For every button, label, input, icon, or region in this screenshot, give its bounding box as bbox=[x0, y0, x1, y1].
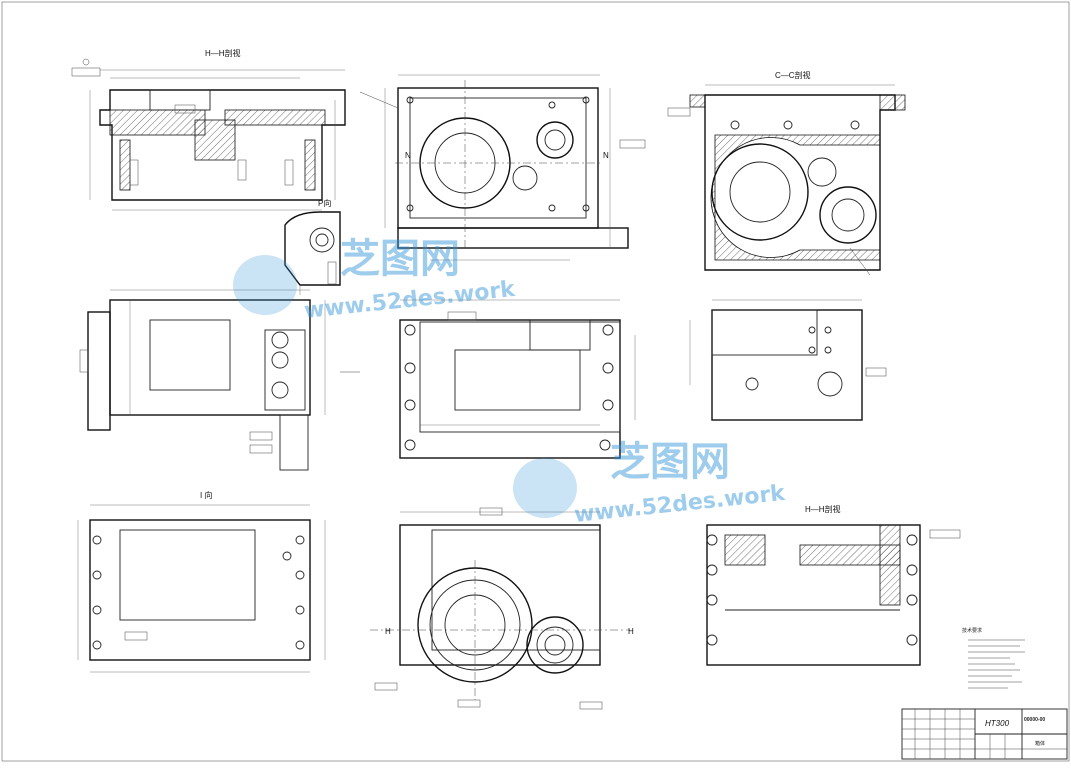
watermark-url-lower: www.52des.work bbox=[573, 481, 787, 528]
cut-mark-h-right: H bbox=[628, 627, 634, 636]
watermark-brand-lower: 芝图网 bbox=[610, 439, 730, 485]
view-label-c-section: C—C剖视 bbox=[775, 70, 811, 80]
view-top-left-section: H—H剖视 bbox=[71, 48, 346, 211]
view-top-center-front: N N bbox=[359, 74, 646, 261]
watermark-brand-upper: 芝图网 bbox=[340, 236, 460, 282]
view-label-a-section: H—H剖视 bbox=[205, 48, 241, 58]
cut-mark-h-left: H bbox=[385, 627, 391, 636]
material-label: HT300 bbox=[985, 719, 1010, 728]
view-mid-center-top bbox=[399, 299, 636, 459]
view-bottom-center: H H bbox=[370, 507, 634, 710]
view-label-i: I 向 bbox=[200, 490, 212, 500]
view-label-h-section: H—H剖视 bbox=[805, 504, 841, 514]
view-bottom-left-i: I 向 bbox=[77, 490, 326, 673]
cut-mark-n-left: N bbox=[405, 151, 411, 160]
view-mid-left-side bbox=[79, 289, 360, 471]
watermark-globe-icon bbox=[233, 255, 297, 315]
view-label-p: P向 bbox=[318, 198, 331, 208]
view-top-right-section: C—C剖视 bbox=[667, 70, 906, 276]
view-mid-right bbox=[689, 299, 887, 421]
technical-notes: 技术要求 bbox=[962, 627, 1025, 689]
watermark-globe-icon-2 bbox=[513, 458, 577, 518]
watermark-upper: 芝图网 www.52des.work bbox=[233, 236, 517, 324]
view-bottom-right-section: H—H剖视 bbox=[706, 504, 961, 666]
title-block: HT300 00000-00 箱体 bbox=[901, 708, 1068, 760]
part-name: 箱体 bbox=[1035, 740, 1045, 747]
title-code: 00000-00 bbox=[1024, 717, 1045, 723]
notes-title: 技术要求 bbox=[962, 627, 982, 634]
view-p-detail: P向 bbox=[284, 198, 341, 295]
cut-mark-n-right: N bbox=[603, 151, 609, 160]
watermark-lower: 芝图网 www.52des.work bbox=[513, 439, 787, 528]
